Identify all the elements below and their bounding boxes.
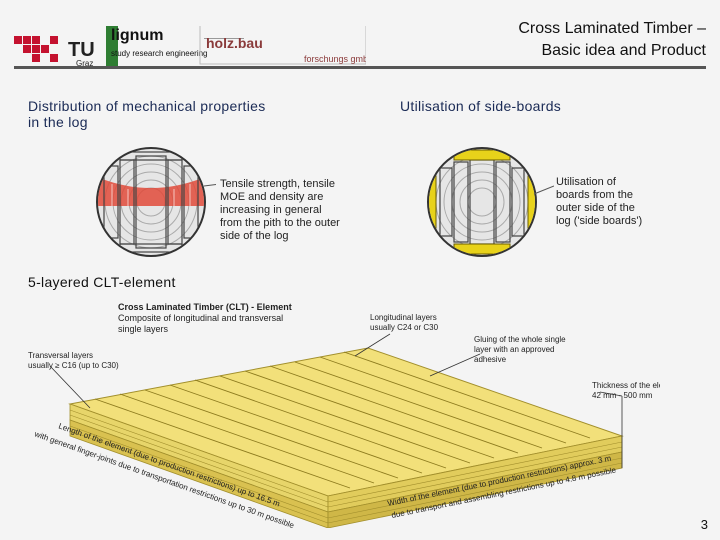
heading-side-boards: Utilisation of side-boards [400,98,562,114]
log-cross-section-properties [96,147,216,257]
log-right-caption-line: outer side of the [556,202,635,214]
holzbau-logo: holz.bau forschungs gmbh [199,26,366,65]
clt-layers [68,347,624,528]
log-left-caption-line: from the pith to the outer [220,217,340,229]
gluing-label-line3: adhesive [474,355,507,364]
log-left-caption-line: Tensile strength, tensile [220,178,335,190]
heading-clt-element: 5-layered CLT-element [28,274,176,290]
header-divider [14,66,706,69]
gluing-label-line1: Gluing of the whole single [474,335,566,344]
tu-logo-text: TU [68,39,95,61]
thickness-label-line2: 42 mm - 500 mm [592,391,653,400]
log-left-caption-line: side of the log [220,230,289,242]
lignum-logo: lignum study research engineering [106,26,208,66]
tu-logo-sub: Graz [76,59,93,68]
page-number: 3 [700,517,708,532]
clt-subtitle-line1: Composite of longitudinal and transversa… [118,313,283,323]
log-right-caption-line: boards from the [556,189,634,201]
log-cross-section-side-boards [427,147,554,257]
clt-title: Cross Laminated Timber (CLT) - Element [118,302,292,312]
clt-subtitle-line2: single layers [118,324,169,334]
gluing-label-line2: layer with an approved [474,345,555,354]
slide-title-line1: Cross Laminated Timber – [518,20,706,37]
log-left-caption: Tensile strength, tensile MOE and densit… [220,178,370,243]
log-right-caption-line: log ('side boards') [556,215,643,227]
heading-left-line1: Distribution of mechanical properties [28,98,266,114]
longitudinal-label-line2: usually C24 or C30 [370,323,439,332]
log-left-caption-line: increasing in general [220,204,322,216]
longitudinal-label-line1: Longitudinal layers [370,313,437,322]
transversal-label-line1: Transversal layers [28,351,93,360]
slide-title: Cross Laminated Timber – Basic idea and … [376,18,706,62]
lignum-title: lignum [111,27,163,44]
holzbau-sub: forschungs gmbh [304,54,366,64]
holzbau-title: holz.bau [206,35,263,51]
log-left-caption-line: MOE and density are [220,191,324,203]
heading-mechanical-properties: Distribution of mechanical properties in… [28,98,328,130]
log-right-caption: Utilisation of boards from the outer sid… [556,176,666,228]
heading-left-line2: in the log [28,114,88,130]
thickness-label-line1: Thickness of the element: [592,381,660,390]
header-logos: TU Graz lignum study research engineerin… [14,26,366,68]
slide-title-line2: Basic idea and Product [541,42,706,59]
lignum-tagline: study research engineering [111,49,208,58]
clt-element-diagram: Cross Laminated Timber (CLT) - Element C… [28,302,660,528]
tu-graz-logo: TU Graz [14,36,95,68]
log-right-caption-line: Utilisation of [556,176,616,188]
transversal-label-line2: usually ≥ C16 (up to C30) [28,361,119,370]
